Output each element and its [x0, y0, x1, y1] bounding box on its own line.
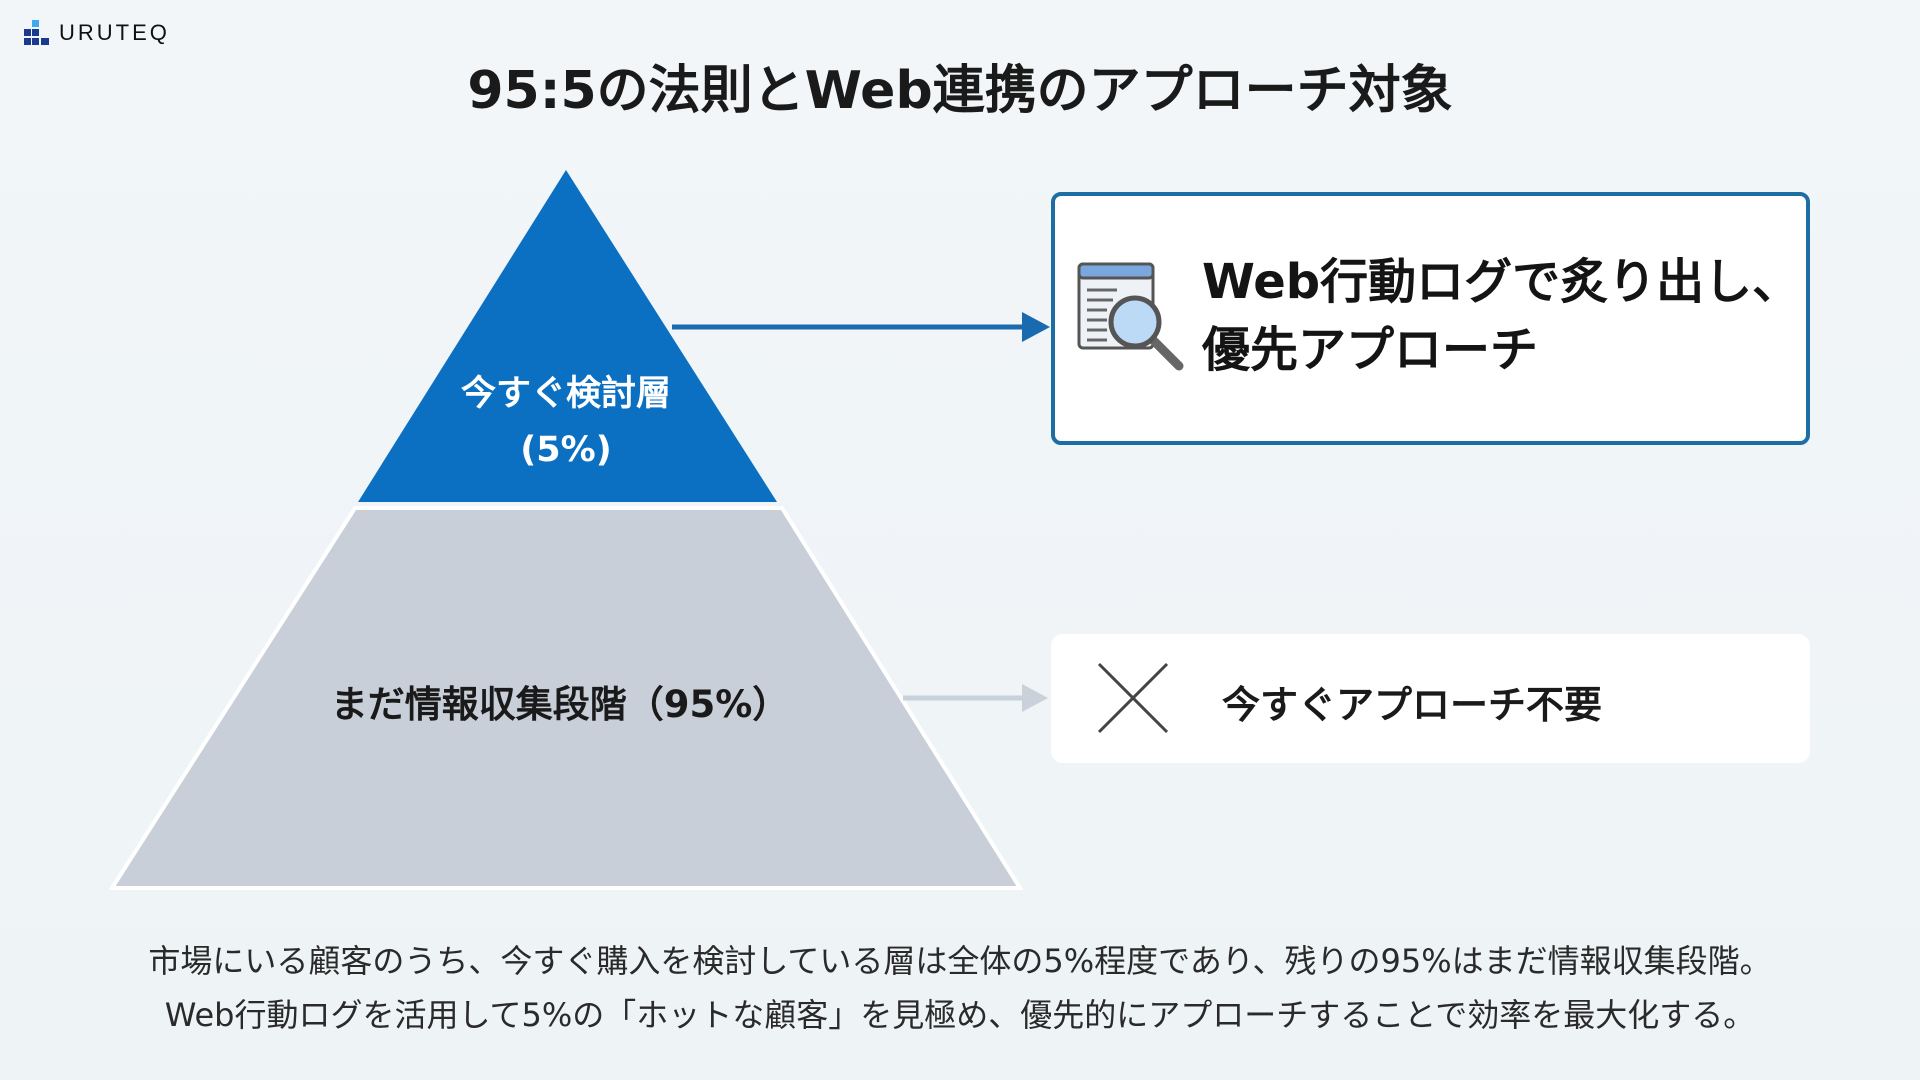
hot-tier-label: 今すぐ検討層 (5%) [400, 366, 732, 478]
x-mark-icon [1097, 662, 1169, 734]
page-title: 95:5の法則とWeb連携のアプローチ対象 [467, 61, 1453, 121]
hot-tier-name: 今すぐ検討層 [460, 374, 671, 414]
brand-logo: URUTEQ [24, 20, 170, 46]
caption-line-1: 市場にいる顧客のうち、今すぐ購入を検討している層は全体の5%程度であり、残りの9… [148, 942, 1772, 980]
caption-line-2: Web行動ログを活用して5%の「ホットな顧客」を見極め、優先的にアプローチするこ… [164, 996, 1756, 1034]
browser-search-icon [1077, 262, 1184, 371]
no-approach-arrow-head [1022, 684, 1048, 712]
logo-bars-icon [24, 20, 49, 45]
pyramid-top-tier [358, 170, 777, 502]
brand-name: URUTEQ [59, 20, 170, 45]
callout-line-1: Web行動ログで炙り出し、 [1202, 254, 1801, 310]
pyramid-bottom-tier [108, 506, 1024, 890]
no-approach-callout: 今すぐアプローチ不要 [1051, 634, 1810, 763]
priority-approach-callout: Web行動ログで炙り出し、 優先アプローチ [1051, 192, 1810, 445]
no-approach-label: 今すぐアプローチ不要 [1222, 683, 1603, 727]
callout-line-2: 優先アプローチ [1202, 322, 1539, 378]
research-tier-label: まだ情報収集段階（95%） [330, 683, 790, 726]
caption: 市場にいる顧客のうち、今すぐ購入を検討している層は全体の5%程度であり、残りの9… [0, 934, 1920, 1042]
priority-arrow-head [1022, 312, 1050, 342]
hot-tier-percent: (5%) [520, 430, 612, 470]
